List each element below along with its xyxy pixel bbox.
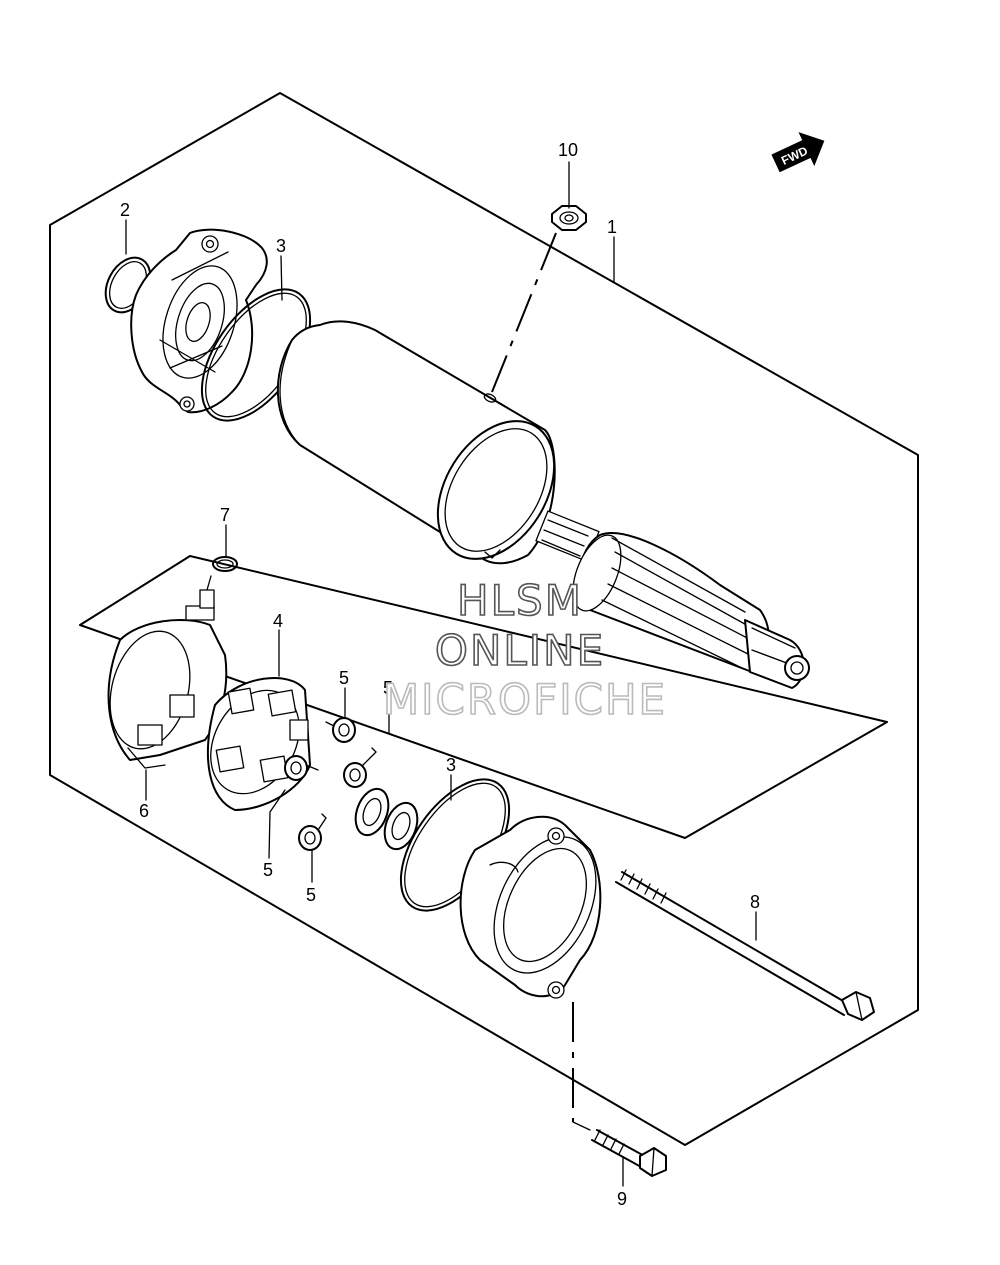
callout-6: 6: [139, 801, 149, 821]
callout-9: 9: [617, 1189, 627, 1209]
assembly-boundary: [49, 92, 919, 1146]
washers[interactable]: [350, 784, 424, 853]
callout-1: 1: [607, 217, 617, 237]
part-9-flange-bolt[interactable]: [591, 1129, 667, 1177]
part-5-brush-b[interactable]: [343, 747, 377, 788]
callout-5-b: 5: [383, 678, 393, 698]
callout-3-lower: 3: [446, 755, 456, 775]
subassembly-boundary: [79, 555, 888, 839]
watermark-line-2: ONLINE: [435, 626, 605, 675]
part-5-brush-d[interactable]: [298, 813, 327, 851]
part-8-through-bolt[interactable]: [615, 869, 875, 1021]
callout-4: 4: [273, 611, 283, 631]
part-10-flange-nut[interactable]: [551, 205, 587, 231]
part-4-brush-plate[interactable]: [193, 674, 317, 811]
callout-10: 10: [558, 140, 578, 160]
callout-5-d: 5: [306, 885, 316, 905]
callout-5-c: 5: [263, 860, 273, 880]
centerline-bolt-tail: [572, 1121, 591, 1131]
watermark: HLSM ONLINE MICROFICHE: [382, 575, 667, 725]
armature[interactable]: [535, 510, 810, 689]
centerline-nut: [491, 232, 557, 393]
callout-2: 2: [120, 200, 130, 220]
part-7-o-ring-small[interactable]: [212, 556, 238, 572]
part-5-brush-a[interactable]: [325, 717, 356, 743]
watermark-line-3: MICROFICHE: [383, 675, 667, 724]
yoke-case[interactable]: [276, 320, 578, 580]
callout-3-upper: 3: [276, 236, 286, 256]
watermark-line-1: HLSM: [457, 576, 583, 625]
callout-8: 8: [750, 892, 760, 912]
fwd-arrow-icon: FWD: [771, 132, 825, 173]
callout-5-a: 5: [339, 668, 349, 688]
leader-lines: [125, 161, 757, 1187]
part-5-brush-c[interactable]: [284, 755, 319, 781]
front-housing[interactable]: [130, 228, 268, 414]
part-6-brush-holder[interactable]: [98, 575, 228, 769]
rear-housing[interactable]: [459, 815, 617, 999]
callout-7: 7: [220, 505, 230, 525]
